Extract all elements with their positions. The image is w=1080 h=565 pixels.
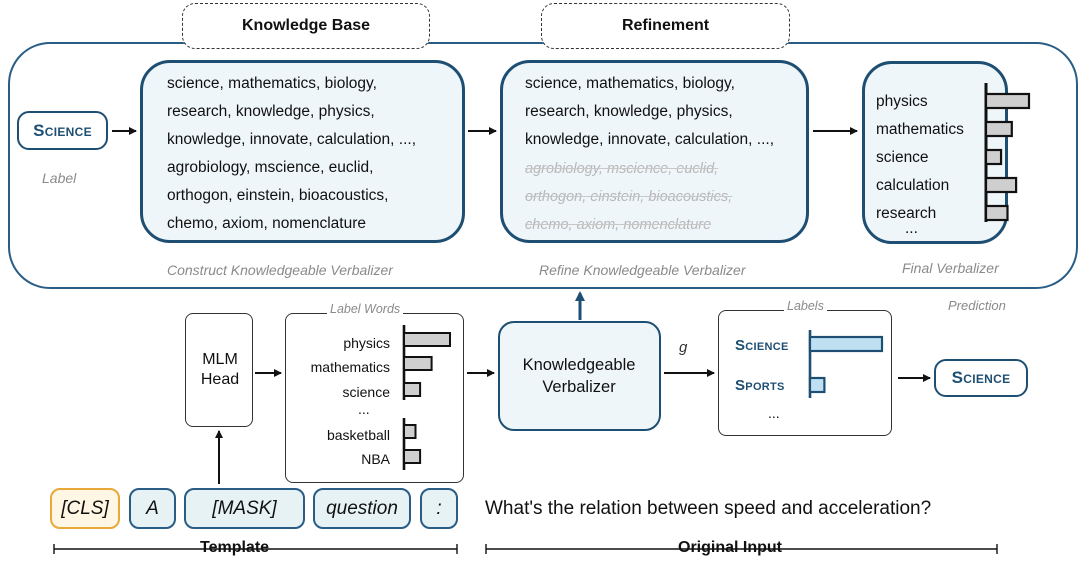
refine-verbalizer-box: science, mathematics, biology, research,…: [500, 60, 809, 243]
labels-title: Labels: [784, 299, 827, 313]
construct-line: chemo, axiom, nomenclature: [167, 215, 367, 232]
final-bar: [984, 148, 1003, 166]
science-label-pill: Science: [17, 111, 108, 150]
label-word: mathematics: [310, 359, 390, 375]
label-word-bars: [402, 325, 451, 470]
label-word-ellipsis: ...: [358, 401, 370, 417]
construct-caption: Construct Knowledgeable Verbalizer: [167, 262, 393, 278]
label-word-bar: [403, 449, 422, 464]
template-caption: Template: [194, 539, 276, 557]
construct-verbalizer-box: science, mathematics, biology, research,…: [140, 60, 465, 243]
label-bar: [808, 376, 826, 394]
science-label-text: Science: [33, 120, 92, 140]
refinement-title: Refinement: [621, 17, 710, 34]
label-science: Science: [735, 337, 789, 354]
final-word: mathematics: [876, 121, 964, 138]
g-function-label: g: [679, 339, 688, 356]
construct-line: research, knowledge, physics,: [167, 103, 375, 120]
refine-removed-line: agrobiology, mscience, euclid,: [525, 161, 719, 177]
label-word-bar: [403, 356, 433, 371]
refine-kept-line: knowledge, innovate, calculation, ...,: [525, 131, 775, 148]
final-bars: [984, 83, 1031, 222]
final-word: research: [876, 205, 937, 222]
construct-line: orthogon, einstein, bioacoustics,: [167, 187, 389, 204]
kv-line: Verbalizer: [542, 378, 616, 396]
label-bar: [808, 335, 884, 353]
knowledge-base-title: Knowledge Base: [241, 17, 371, 34]
token-a: A: [129, 488, 176, 529]
token-mask: [MASK]: [184, 488, 305, 529]
label-caption: Label: [42, 170, 77, 186]
output-science-text: Science: [951, 368, 1011, 387]
token-cls: [CLS]: [50, 488, 120, 529]
construct-line: agrobiology, mscience, euclid,: [167, 159, 374, 176]
token-colon: :: [420, 488, 458, 529]
knowledgeable-verbalizer-box: Knowledgeable Verbalizer: [498, 321, 661, 431]
final-word: calculation: [876, 177, 950, 194]
label-sports: Sports: [735, 377, 785, 394]
final-bar: [984, 176, 1018, 194]
label-word-bar: [403, 332, 451, 347]
label-word-bar: [403, 424, 417, 439]
final-bar: [984, 204, 1009, 222]
refine-removed-line: orthogon, einstein, bioacoustics,: [525, 189, 733, 205]
refinement-tab: Refinement: [541, 3, 790, 49]
labels-ellipsis: ...: [768, 405, 780, 421]
final-bar: [984, 92, 1031, 110]
refine-kept-line: research, knowledge, physics,: [525, 103, 733, 120]
mlm-head-line: MLM: [202, 351, 238, 368]
token-question: question: [313, 488, 411, 529]
kv-line: Knowledgeable: [522, 356, 636, 374]
label-word: science: [342, 384, 390, 400]
label-word-bar: [403, 382, 422, 397]
final-ellipsis: ...: [905, 220, 918, 237]
construct-line: knowledge, innovate, calculation, ...,: [167, 131, 417, 148]
refine-kept-line: science, mathematics, biology,: [525, 75, 735, 92]
output-science-pill: Science: [934, 359, 1028, 397]
final-bar: [984, 120, 1013, 138]
construct-line: science, mathematics, biology,: [167, 75, 377, 92]
final-word: science: [876, 149, 929, 166]
mlm-head-box: MLM Head: [185, 313, 253, 427]
label-bars: [808, 330, 884, 398]
label-word: physics: [343, 335, 390, 351]
final-caption: Final Verbalizer: [902, 260, 999, 276]
input-sentence: What's the relation between speed and ac…: [485, 498, 932, 519]
label-words-title: Label Words: [327, 302, 404, 316]
labels-box: [718, 310, 892, 436]
prediction-caption: Prediction: [948, 298, 1006, 313]
knowledge-base-tab: Knowledge Base: [182, 3, 430, 49]
final-verbalizer-box: physics mathematics science calculation …: [862, 61, 1008, 244]
mlm-head-line: Head: [200, 371, 240, 388]
original-input-caption: Original Input: [672, 539, 788, 557]
label-word: basketball: [326, 427, 390, 443]
final-word: physics: [876, 93, 928, 110]
refine-removed-line: chemo, axiom, nomenclature: [525, 217, 712, 233]
label-word: NBA: [361, 451, 390, 467]
refine-caption: Refine Knowledgeable Verbalizer: [539, 262, 746, 278]
